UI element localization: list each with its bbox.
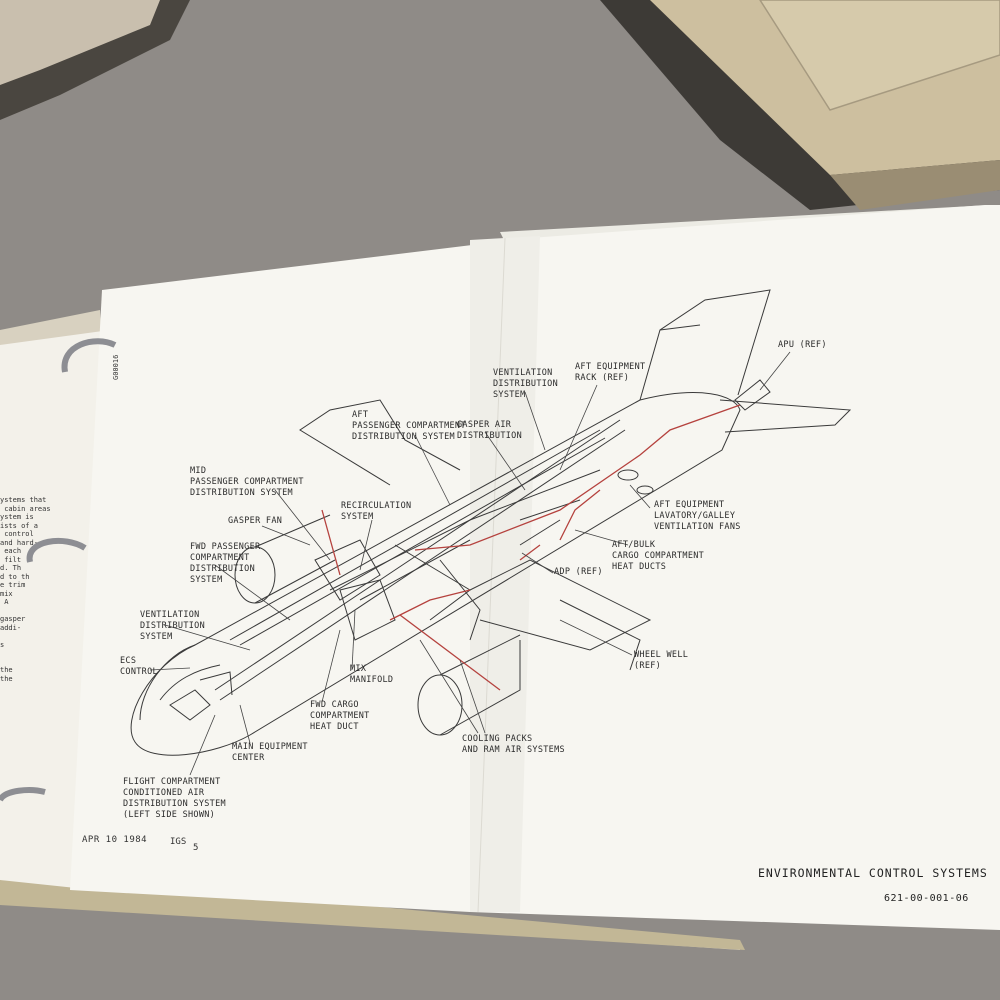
label-fwd-cargo-heat-duct: FWD CARGO COMPARTMENT HEAT DUCT [310, 700, 370, 732]
label-mix-manifold: MIX MANIFOLD [350, 664, 394, 685]
label-fwd-passenger-distribution: FWD PASSENGER COMPARTMENT DISTRIBUTION S… [190, 542, 261, 585]
label-adp: ADP (REF) [554, 567, 603, 577]
label-apu: APU (REF) [778, 340, 827, 350]
page-title: ENVIRONMENTAL CONTROL SYSTEMS [758, 866, 988, 880]
label-gasper-fan: GASPER FAN [228, 516, 283, 526]
label-main-equipment-center: MAIN EQUIPMENT CENTER [232, 742, 308, 763]
page-code: IGS [170, 837, 187, 847]
label-aft-passenger-distribution: AFT PASSENGER COMPARTMENT DISTRIBUTION S… [352, 410, 466, 442]
vertical-figure-code: G00016 [112, 354, 120, 380]
document-number: 621-00-001-06 [884, 893, 969, 904]
label-recirculation-system: RECIRCULATION SYSTEM [341, 501, 412, 522]
left-page-text: ystems that cabin areas ystem is ists of… [0, 496, 51, 683]
page-number: 5 [193, 843, 199, 853]
label-wheel-well: WHEEL WELL (REF) [634, 650, 689, 671]
label-aft-bulk-cargo-heat-ducts: AFT/BULK CARGO COMPARTMENT HEAT DUCTS [612, 540, 705, 572]
label-cooling-packs: COOLING PACKS AND RAM AIR SYSTEMS [462, 734, 565, 755]
label-ventilation-distribution-top: VENTILATION DISTRIBUTION SYSTEM [493, 368, 559, 400]
label-flight-compartment-distribution: FLIGHT COMPARTMENT CONDITIONED AIR DISTR… [123, 777, 226, 820]
label-mid-passenger-distribution: MID PASSENGER COMPARTMENT DISTRIBUTION S… [190, 466, 304, 498]
label-aft-equipment-rack: AFT EQUIPMENT RACK (REF) [575, 362, 646, 383]
label-aft-equipment-ventilation-fans: AFT EQUIPMENT LAVATORY/GALLEY VENTILATIO… [654, 500, 741, 532]
label-gasper-air-distribution: GASPER AIR DISTRIBUTION [457, 420, 523, 441]
label-ecs-control: ECS CONTROL [120, 656, 158, 677]
label-ventilation-distribution-left: VENTILATION DISTRIBUTION SYSTEM [140, 610, 206, 642]
page-date: APR 10 1984 [82, 835, 148, 845]
